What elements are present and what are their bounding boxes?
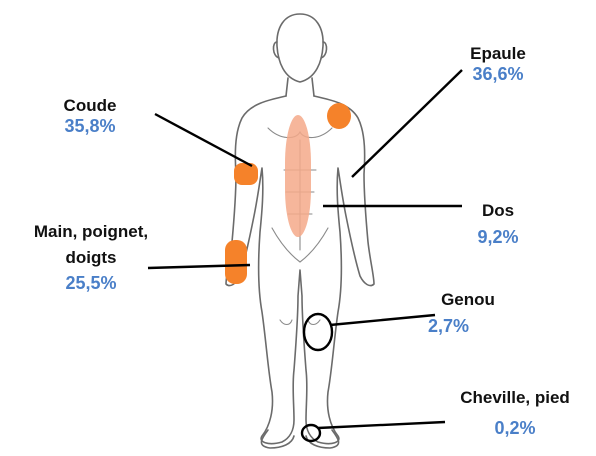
label-main-name-line2: doigts — [2, 248, 180, 268]
elbow-highlight — [234, 163, 258, 185]
ankle-circle — [302, 425, 320, 441]
foot-right — [306, 430, 339, 448]
head-outline — [277, 14, 323, 82]
label-dos: Dos 9,2% — [456, 201, 540, 249]
label-coude: Coude 35,8% — [42, 96, 138, 138]
label-epaule-pct: 36,6% — [452, 64, 544, 86]
label-main: Main, poignet, doigts 25,5% — [2, 222, 180, 294]
leader-epaule — [352, 70, 462, 177]
label-main-name-line1: Main, poignet, — [2, 222, 180, 242]
highlight-zones — [225, 103, 351, 441]
knee-lines — [280, 320, 320, 325]
label-coude-name: Coude — [42, 96, 138, 116]
label-genou-pct: 2,7% — [428, 316, 508, 338]
label-cheville-pct: 0,2% — [440, 418, 590, 440]
hand-highlight — [225, 240, 247, 284]
label-cheville: Cheville, pied 0,2% — [440, 388, 590, 440]
label-main-pct: 25,5% — [2, 273, 180, 295]
label-genou: Genou 2,7% — [428, 290, 508, 338]
label-dos-pct: 9,2% — [456, 227, 540, 249]
label-coude-pct: 35,8% — [42, 116, 138, 138]
leader-cheville — [318, 422, 445, 428]
leader-genou — [330, 315, 435, 325]
neck-outline — [286, 78, 314, 96]
label-epaule: Epaule 36,6% — [452, 44, 544, 86]
foot-left — [261, 430, 294, 448]
label-epaule-name: Epaule — [452, 44, 544, 64]
label-dos-name: Dos — [456, 201, 540, 221]
leader-coude — [155, 114, 252, 166]
label-cheville-name: Cheville, pied — [440, 388, 590, 408]
knee-circle — [304, 314, 332, 350]
shoulder-highlight — [327, 103, 351, 129]
label-genou-name: Genou — [428, 290, 508, 310]
back-highlight — [285, 115, 311, 237]
